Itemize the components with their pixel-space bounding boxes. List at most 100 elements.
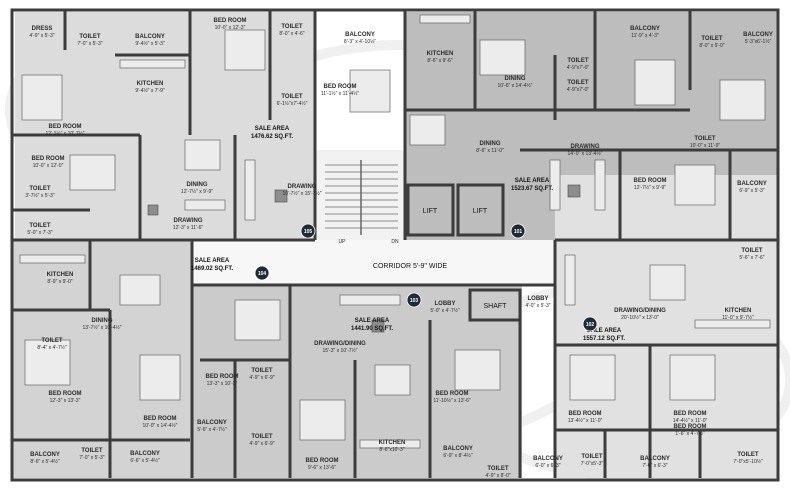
room-label: TOILET xyxy=(251,368,273,374)
stair-dn-label: DN xyxy=(391,239,399,245)
sofa-icon xyxy=(564,254,576,306)
bed-icon xyxy=(234,299,281,341)
room-dim: 9'-4½" x 5'-3" xyxy=(135,40,165,47)
room-dim: 4'-9"x7'-0" xyxy=(567,87,590,93)
bed-icon xyxy=(454,349,501,391)
core-labels: LIFT LIFT CORRIDOR 5'-9" WIDE SHAFT UP D… xyxy=(339,208,508,310)
corridor-label: CORRIDOR 5'-9" WIDE xyxy=(373,263,448,270)
rug-icon xyxy=(371,319,385,333)
room-label: DRAWING xyxy=(174,218,203,224)
bed-icon xyxy=(634,59,676,106)
room-label: DRAWING/DINING xyxy=(614,308,666,314)
unit-fills xyxy=(12,12,777,478)
room-dim: 13'-3" x 10'-3" xyxy=(207,381,238,387)
svg-text:102: 102 xyxy=(586,322,595,328)
room-label: DRAWING xyxy=(571,144,600,150)
room-dim: 4'-9" x 6'-9" xyxy=(249,441,274,447)
stair-fill xyxy=(315,150,405,240)
room-label: KITCHEN xyxy=(137,81,164,87)
room-dim: 14'-0" x 13'-4½" xyxy=(568,150,603,157)
room-dim: 7'-0" x 5'-3" xyxy=(79,455,104,461)
room-dim: 8'-6" x 5'-4½" xyxy=(30,458,60,465)
room-dim: 9'-4½" x 7'-9" xyxy=(135,87,165,94)
kitchen-counter-icon xyxy=(19,254,86,264)
room-dim: 10'-7½" x 15'-7½" xyxy=(282,190,321,197)
room-label: BED ROOM xyxy=(569,411,602,417)
svg-text:SALE AREA: SALE AREA xyxy=(587,328,622,334)
svg-text:SALE AREA: SALE AREA xyxy=(355,318,390,324)
bed-icon xyxy=(569,354,616,401)
svg-text:101: 101 xyxy=(514,229,523,235)
room-label: DRAWING/DINING xyxy=(314,341,366,347)
room-label: BALCONY xyxy=(443,446,473,452)
unit-102-badge xyxy=(582,316,598,332)
room-dim: 11'-9" x 4'-3" xyxy=(631,33,659,39)
dining-table-icon xyxy=(409,114,446,146)
room-label: TOILET xyxy=(251,434,273,440)
room-label: LOBBY xyxy=(528,296,549,302)
room-label: BED ROOM xyxy=(306,458,339,464)
room-label: BED ROOM xyxy=(214,18,247,24)
room-dim: 7'-0"x5'-3" xyxy=(581,461,604,467)
room-dim: 11'-1½" x 11'-4½" xyxy=(321,90,360,97)
sofa-icon xyxy=(184,199,226,211)
room-label: BALCONY xyxy=(743,32,773,38)
unit-104-badge xyxy=(254,265,270,281)
furniture xyxy=(19,14,771,449)
unit-105-badge xyxy=(300,223,316,239)
room-dim: 8'-3" x 4'-10½" xyxy=(344,38,376,45)
room-label: DINING xyxy=(480,141,501,147)
room-dim: 11'-10½" x 13'-6" xyxy=(433,397,471,404)
room-label: DRESS xyxy=(32,26,53,32)
bed-icon xyxy=(674,164,716,206)
dining-table-icon xyxy=(649,264,686,301)
room-label: DINING xyxy=(187,182,208,188)
room-labels: DRESS 4'-9" x 5'-3" TOILET 7'-0" x 5'-3"… xyxy=(25,18,773,479)
corridor-fill xyxy=(192,240,555,285)
room-dim: 4'-0" x 5'-3" xyxy=(525,303,550,309)
kitchen-counter-icon xyxy=(119,59,186,69)
room-dim: 8'-6"x10'-3" xyxy=(379,447,404,453)
unit-103-badge xyxy=(406,292,422,308)
room-dim: 10'-0" x 12'-3" xyxy=(215,25,246,31)
room-label: KITCHEN xyxy=(379,440,406,446)
room-label: KITCHEN xyxy=(725,308,752,314)
room-label: TOILET xyxy=(701,36,723,42)
room-dim: 15'-3" x 10'-7½" xyxy=(323,347,358,354)
room-label: TOILET xyxy=(281,24,303,30)
room-label: TOILET xyxy=(29,186,51,192)
room-dim: 12'-3" x 11'-6" xyxy=(173,225,204,231)
room-label: BED ROOM xyxy=(144,416,177,422)
bed-icon xyxy=(669,354,716,401)
room-dim: 1'-6" x 4'-7½" xyxy=(675,430,705,437)
kitchen-counter-icon xyxy=(694,319,771,329)
sale-area-104: SALE AREA 1469.02 SQ.FT. xyxy=(191,258,233,272)
sofa-icon xyxy=(339,294,401,306)
sofa-icon xyxy=(594,159,606,211)
room-dim: 6'-1½"x7'-4½" xyxy=(277,100,308,107)
bed-icon xyxy=(299,399,346,441)
room-label: BALCONY xyxy=(640,456,670,462)
sofa-icon xyxy=(244,159,256,221)
svg-text:1523.67 SQ.FT.: 1523.67 SQ.FT. xyxy=(511,186,553,192)
svg-text:SALE AREA: SALE AREA xyxy=(195,258,230,264)
room-label: TOILET xyxy=(487,466,509,472)
staircase xyxy=(325,160,398,235)
room-dim: 12'-1½" x 10'-7½" xyxy=(45,130,84,137)
unit-badges: 105 101 104 103 102 xyxy=(254,223,598,332)
room-dim: 6'-9" x 5'-3" xyxy=(739,188,764,194)
room-label: TOILET xyxy=(29,223,51,229)
room-dim: 11'-0" x 9'-7½" xyxy=(722,314,754,321)
svg-text:105: 105 xyxy=(304,229,313,235)
room-label: DINING xyxy=(505,76,526,82)
room-dim: 5'-6" x 7'-6" xyxy=(739,255,764,261)
room-label: TOILET xyxy=(41,338,63,344)
rug-icon xyxy=(567,184,581,198)
unit-101-badge xyxy=(510,223,526,239)
sale-area-105: SALE AREA 1476.62 SQ.FT. xyxy=(251,126,293,140)
room-label: BALCONY xyxy=(130,451,160,457)
room-dim: 10'-0" x 14'-4½" xyxy=(143,422,178,429)
shaft-label: SHAFT xyxy=(484,303,508,310)
svg-text:1441.90 SQ.FT.: 1441.90 SQ.FT. xyxy=(351,326,393,332)
